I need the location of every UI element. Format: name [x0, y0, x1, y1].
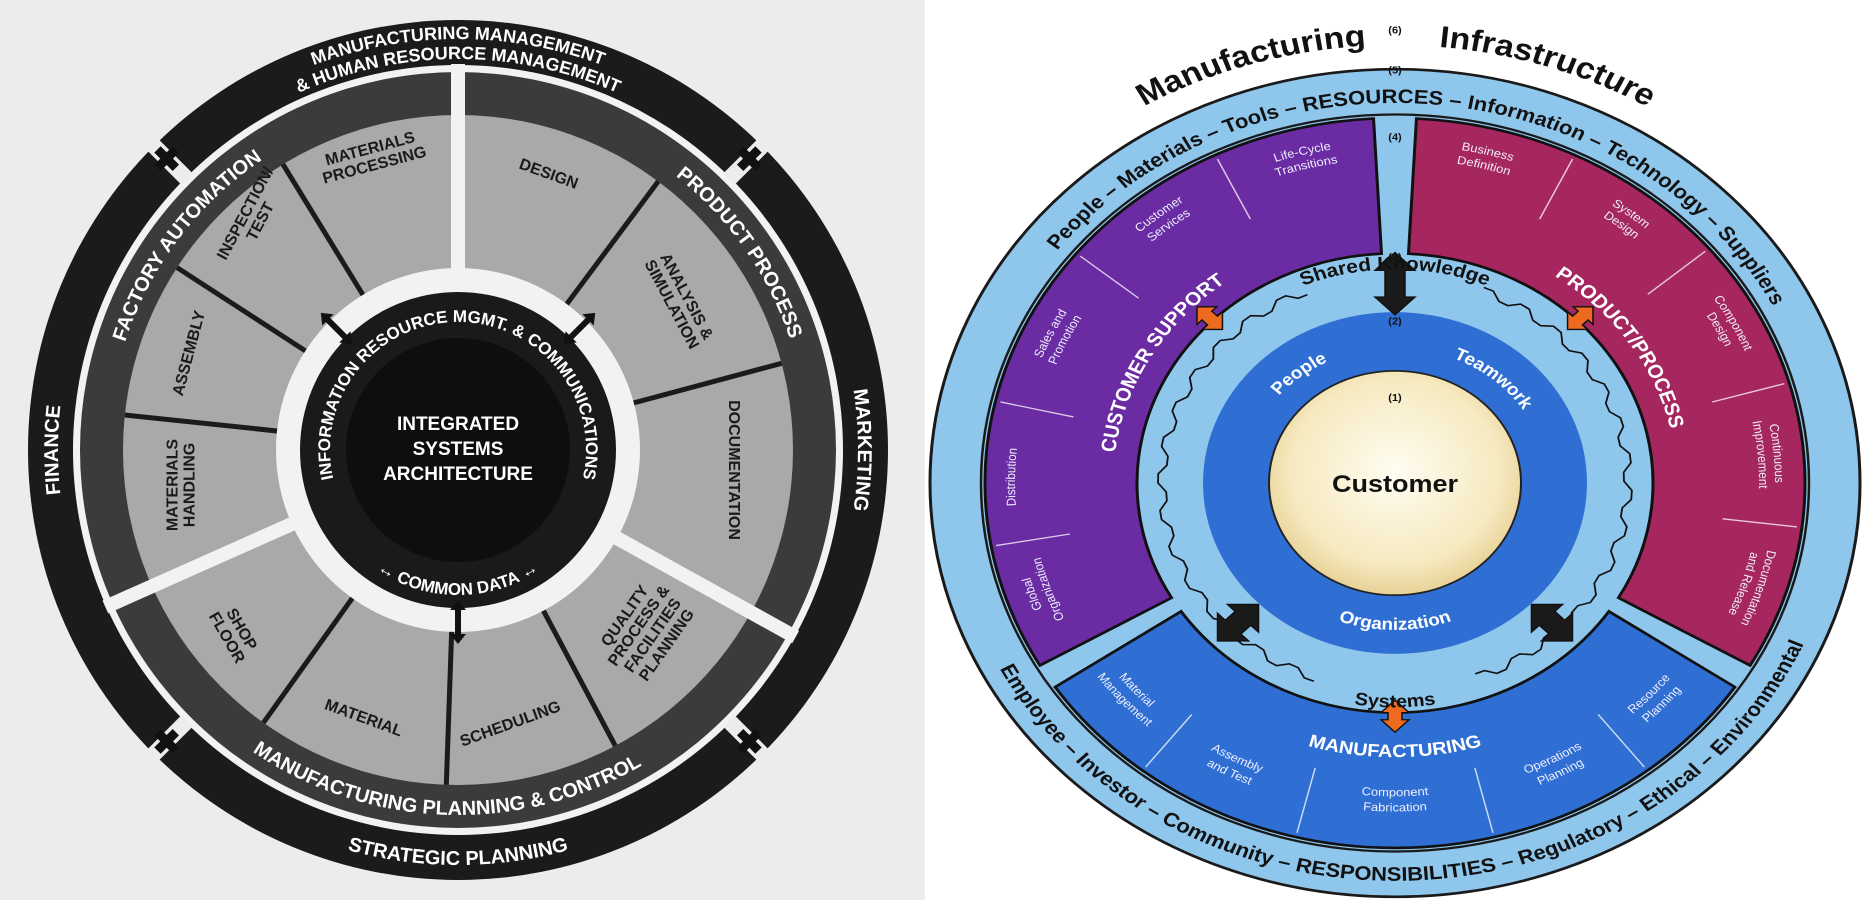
sub-area-divider — [1647, 250, 1706, 295]
orange-double-arrow-icon — [1196, 306, 1224, 331]
black-double-arrow-icon — [1216, 603, 1260, 642]
integrated-systems-wheel: MANUFACTURING MANAGEMENT& HUMAN RESOURCE… — [28, 20, 888, 880]
ring-label-finance: FINANCE — [41, 404, 65, 496]
black-double-arrow-icon — [1373, 251, 1417, 316]
double-arrow-icon — [564, 312, 596, 344]
segment-divider — [626, 360, 783, 408]
sub-area-divider — [996, 533, 1071, 547]
sub-area-label-text: Fabrication — [1363, 800, 1428, 814]
sub-area-divider — [1712, 383, 1785, 403]
segment-label-line: MATERIALS — [165, 439, 182, 531]
segment-label-line: HANDLING — [182, 443, 199, 527]
plus-icon — [736, 728, 762, 754]
systems-label-text: Systems — [1353, 689, 1436, 712]
ring-number-label: (5) — [1388, 66, 1401, 76]
segment-divider — [560, 179, 661, 312]
ring-label-finance-text: FINANCE — [41, 404, 65, 496]
customer-label: Customer — [1332, 471, 1458, 497]
group-divider — [607, 528, 799, 644]
hub-center-line: SYSTEMS — [413, 439, 504, 460]
customer-core — [1268, 369, 1522, 597]
black-double-arrow-icon — [1530, 603, 1574, 642]
sub-area-divider — [1538, 158, 1574, 220]
ring-boundary — [979, 113, 1811, 853]
ring-number-label: (2) — [1388, 317, 1401, 327]
sub-area-label-text: Component — [1361, 785, 1429, 800]
ring-number-label: (3) — [1388, 253, 1401, 263]
wheel-segment-label: DOCUMENTATION — [725, 400, 742, 540]
sub-area-label: Fabrication — [1363, 800, 1428, 814]
hub-center-title: INTEGRATED SYSTEMS ARCHITECTURE — [383, 414, 533, 485]
orange-double-arrow-icon — [1379, 699, 1411, 734]
segment-divider — [124, 412, 285, 435]
systems-label: Systems — [1353, 689, 1436, 712]
segment-divider — [443, 624, 455, 785]
orange-double-arrow-icon — [1566, 306, 1594, 331]
group-divider — [102, 514, 301, 614]
segment-label-line: DOCUMENTATION — [725, 400, 742, 540]
hub-core — [346, 338, 570, 562]
sub-area-divider — [1296, 767, 1316, 833]
sub-area-divider — [1000, 401, 1074, 418]
hub-center-line: ARCHITECTURE — [383, 464, 533, 485]
plus-icon — [154, 728, 180, 754]
sub-area-divider — [1145, 714, 1193, 768]
sub-area-label-text: Distribution — [1003, 447, 1020, 507]
sub-area-label: Component — [1361, 785, 1429, 800]
sub-area-label: Distribution — [1003, 447, 1020, 507]
ring-number-label: (4) — [1388, 133, 1401, 143]
sub-area-divider — [1079, 255, 1140, 299]
double-arrow-icon — [450, 600, 466, 644]
plus-icon — [154, 146, 180, 172]
sub-area-divider — [1216, 158, 1252, 220]
customer-support-segment — [983, 117, 1384, 668]
double-arrow-icon — [320, 312, 352, 344]
segment-divider — [261, 591, 359, 725]
sub-area-divider — [1597, 714, 1645, 768]
ring-number-label: (1) — [1388, 394, 1401, 404]
segment-divider — [280, 163, 369, 303]
segment-divider — [537, 603, 618, 747]
plus-icon — [736, 146, 762, 172]
wheel-segment-label: MATERIALSHANDLING — [165, 439, 199, 531]
segment-divider — [175, 265, 313, 357]
hub-center-line: INTEGRATED — [397, 414, 519, 435]
sub-area-divider — [1722, 518, 1798, 528]
sub-area-divider — [1474, 767, 1494, 833]
ring-number-label: (6) — [1388, 26, 1401, 36]
